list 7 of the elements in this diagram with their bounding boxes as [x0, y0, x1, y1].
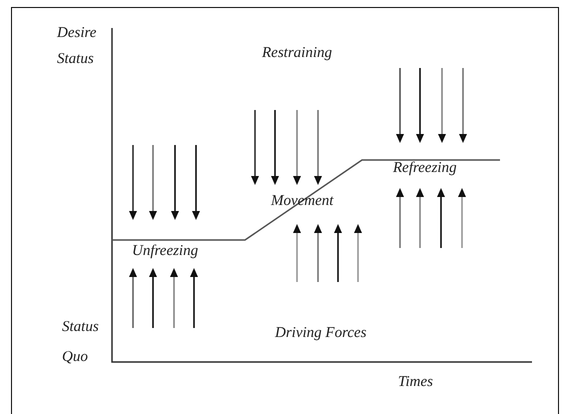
stage-label: Unfreezing — [132, 243, 198, 260]
axis-label: Status Quo — [62, 318, 100, 367]
axis-label: Times — [398, 374, 434, 391]
force-label: Driving Forces — [275, 325, 367, 342]
stage-label: Refreezing — [393, 160, 457, 177]
force-label: Restraining — [262, 45, 332, 62]
axis-label: Desire Status — [57, 24, 98, 69]
